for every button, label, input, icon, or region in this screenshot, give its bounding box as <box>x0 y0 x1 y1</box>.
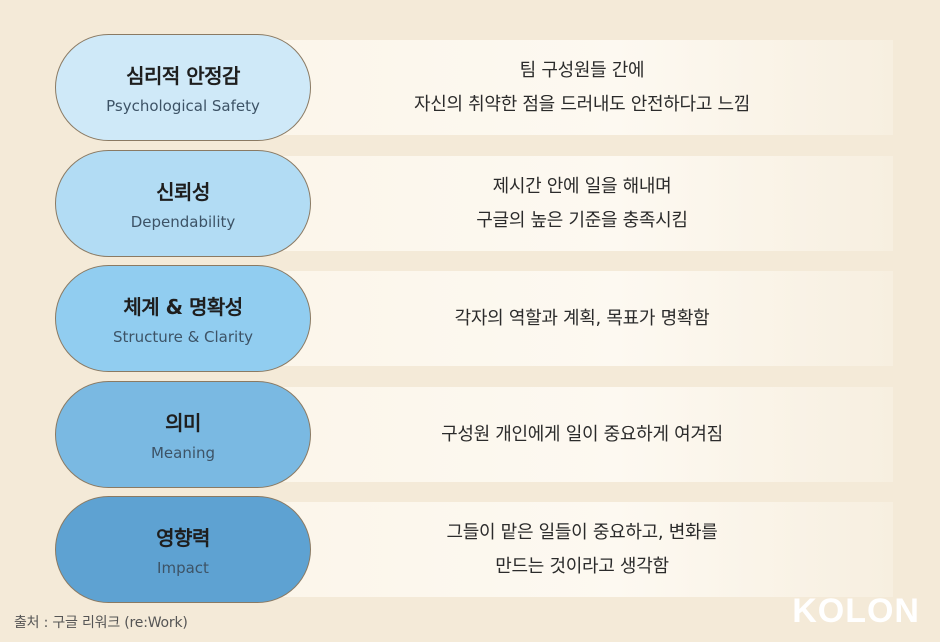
pill-title-ko: 심리적 안정감 <box>126 64 240 88</box>
description-bar <box>205 387 893 482</box>
pill-title-ko: 신뢰성 <box>156 180 210 204</box>
pill-dependability: 신뢰성 Dependability <box>55 150 311 257</box>
pill-title-en: Dependability <box>130 213 236 231</box>
pill-impact: 영향력 Impact <box>55 496 311 603</box>
pill-title-ko: 체계 & 명확성 <box>123 295 243 319</box>
description: 각자의 역할과 계획, 목표가 명확함 <box>311 265 893 372</box>
pill-title-en: Meaning <box>150 444 216 462</box>
pill-title-ko: 의미 <box>165 411 201 435</box>
pill-title-en: Structure & Clarity <box>113 328 253 346</box>
description-bar <box>205 40 893 135</box>
pill-meaning: 의미 Meaning <box>55 381 311 488</box>
description-line: 각자의 역할과 계획, 목표가 명확함 <box>454 307 710 329</box>
description-line: 제시간 안에 일을 해내며 <box>492 175 672 197</box>
source-caption: 출처 : 구글 리워크 (re:Work) <box>14 615 188 631</box>
pill-title-ko: 영향력 <box>156 526 210 550</box>
row-meaning: 의미 Meaning 구성원 개인에게 일이 중요하게 여겨짐 <box>55 381 893 488</box>
pill-title-en: Impact <box>157 559 209 577</box>
description-bar <box>205 502 893 597</box>
description-line: 만드는 것이라고 생각함 <box>495 555 669 577</box>
description: 그들이 맡은 일들이 중요하고, 변화를 만드는 것이라고 생각함 <box>311 496 893 603</box>
description-bar <box>205 271 893 366</box>
description-line: 자신의 취약한 점을 드러내도 안전하다고 느낌 <box>413 93 751 115</box>
row-psychological-safety: 심리적 안정감 Psychological Safety 팀 구성원들 간에 자… <box>55 34 893 141</box>
description: 제시간 안에 일을 해내며 구글의 높은 기준을 충족시킴 <box>311 150 893 257</box>
description: 팀 구성원들 간에 자신의 취약한 점을 드러내도 안전하다고 느낌 <box>311 34 893 141</box>
description-line: 구성원 개인에게 일이 중요하게 여겨짐 <box>441 423 723 445</box>
pill-structure-clarity: 체계 & 명확성 Structure & Clarity <box>55 265 311 372</box>
row-dependability: 신뢰성 Dependability 제시간 안에 일을 해내며 구글의 높은 기… <box>55 150 893 257</box>
description-line: 팀 구성원들 간에 <box>519 59 645 81</box>
kolon-logo: KOLON <box>792 592 920 630</box>
description: 구성원 개인에게 일이 중요하게 여겨짐 <box>311 381 893 488</box>
description-line: 그들이 맡은 일들이 중요하고, 변화를 <box>446 521 718 543</box>
row-structure-clarity: 체계 & 명확성 Structure & Clarity 각자의 역할과 계획,… <box>55 265 893 372</box>
description-line: 구글의 높은 기준을 충족시킴 <box>476 209 688 231</box>
row-impact: 영향력 Impact 그들이 맡은 일들이 중요하고, 변화를 만드는 것이라고… <box>55 496 893 603</box>
description-bar <box>205 156 893 251</box>
pill-psychological-safety: 심리적 안정감 Psychological Safety <box>55 34 311 141</box>
pill-title-en: Psychological Safety <box>106 97 260 115</box>
